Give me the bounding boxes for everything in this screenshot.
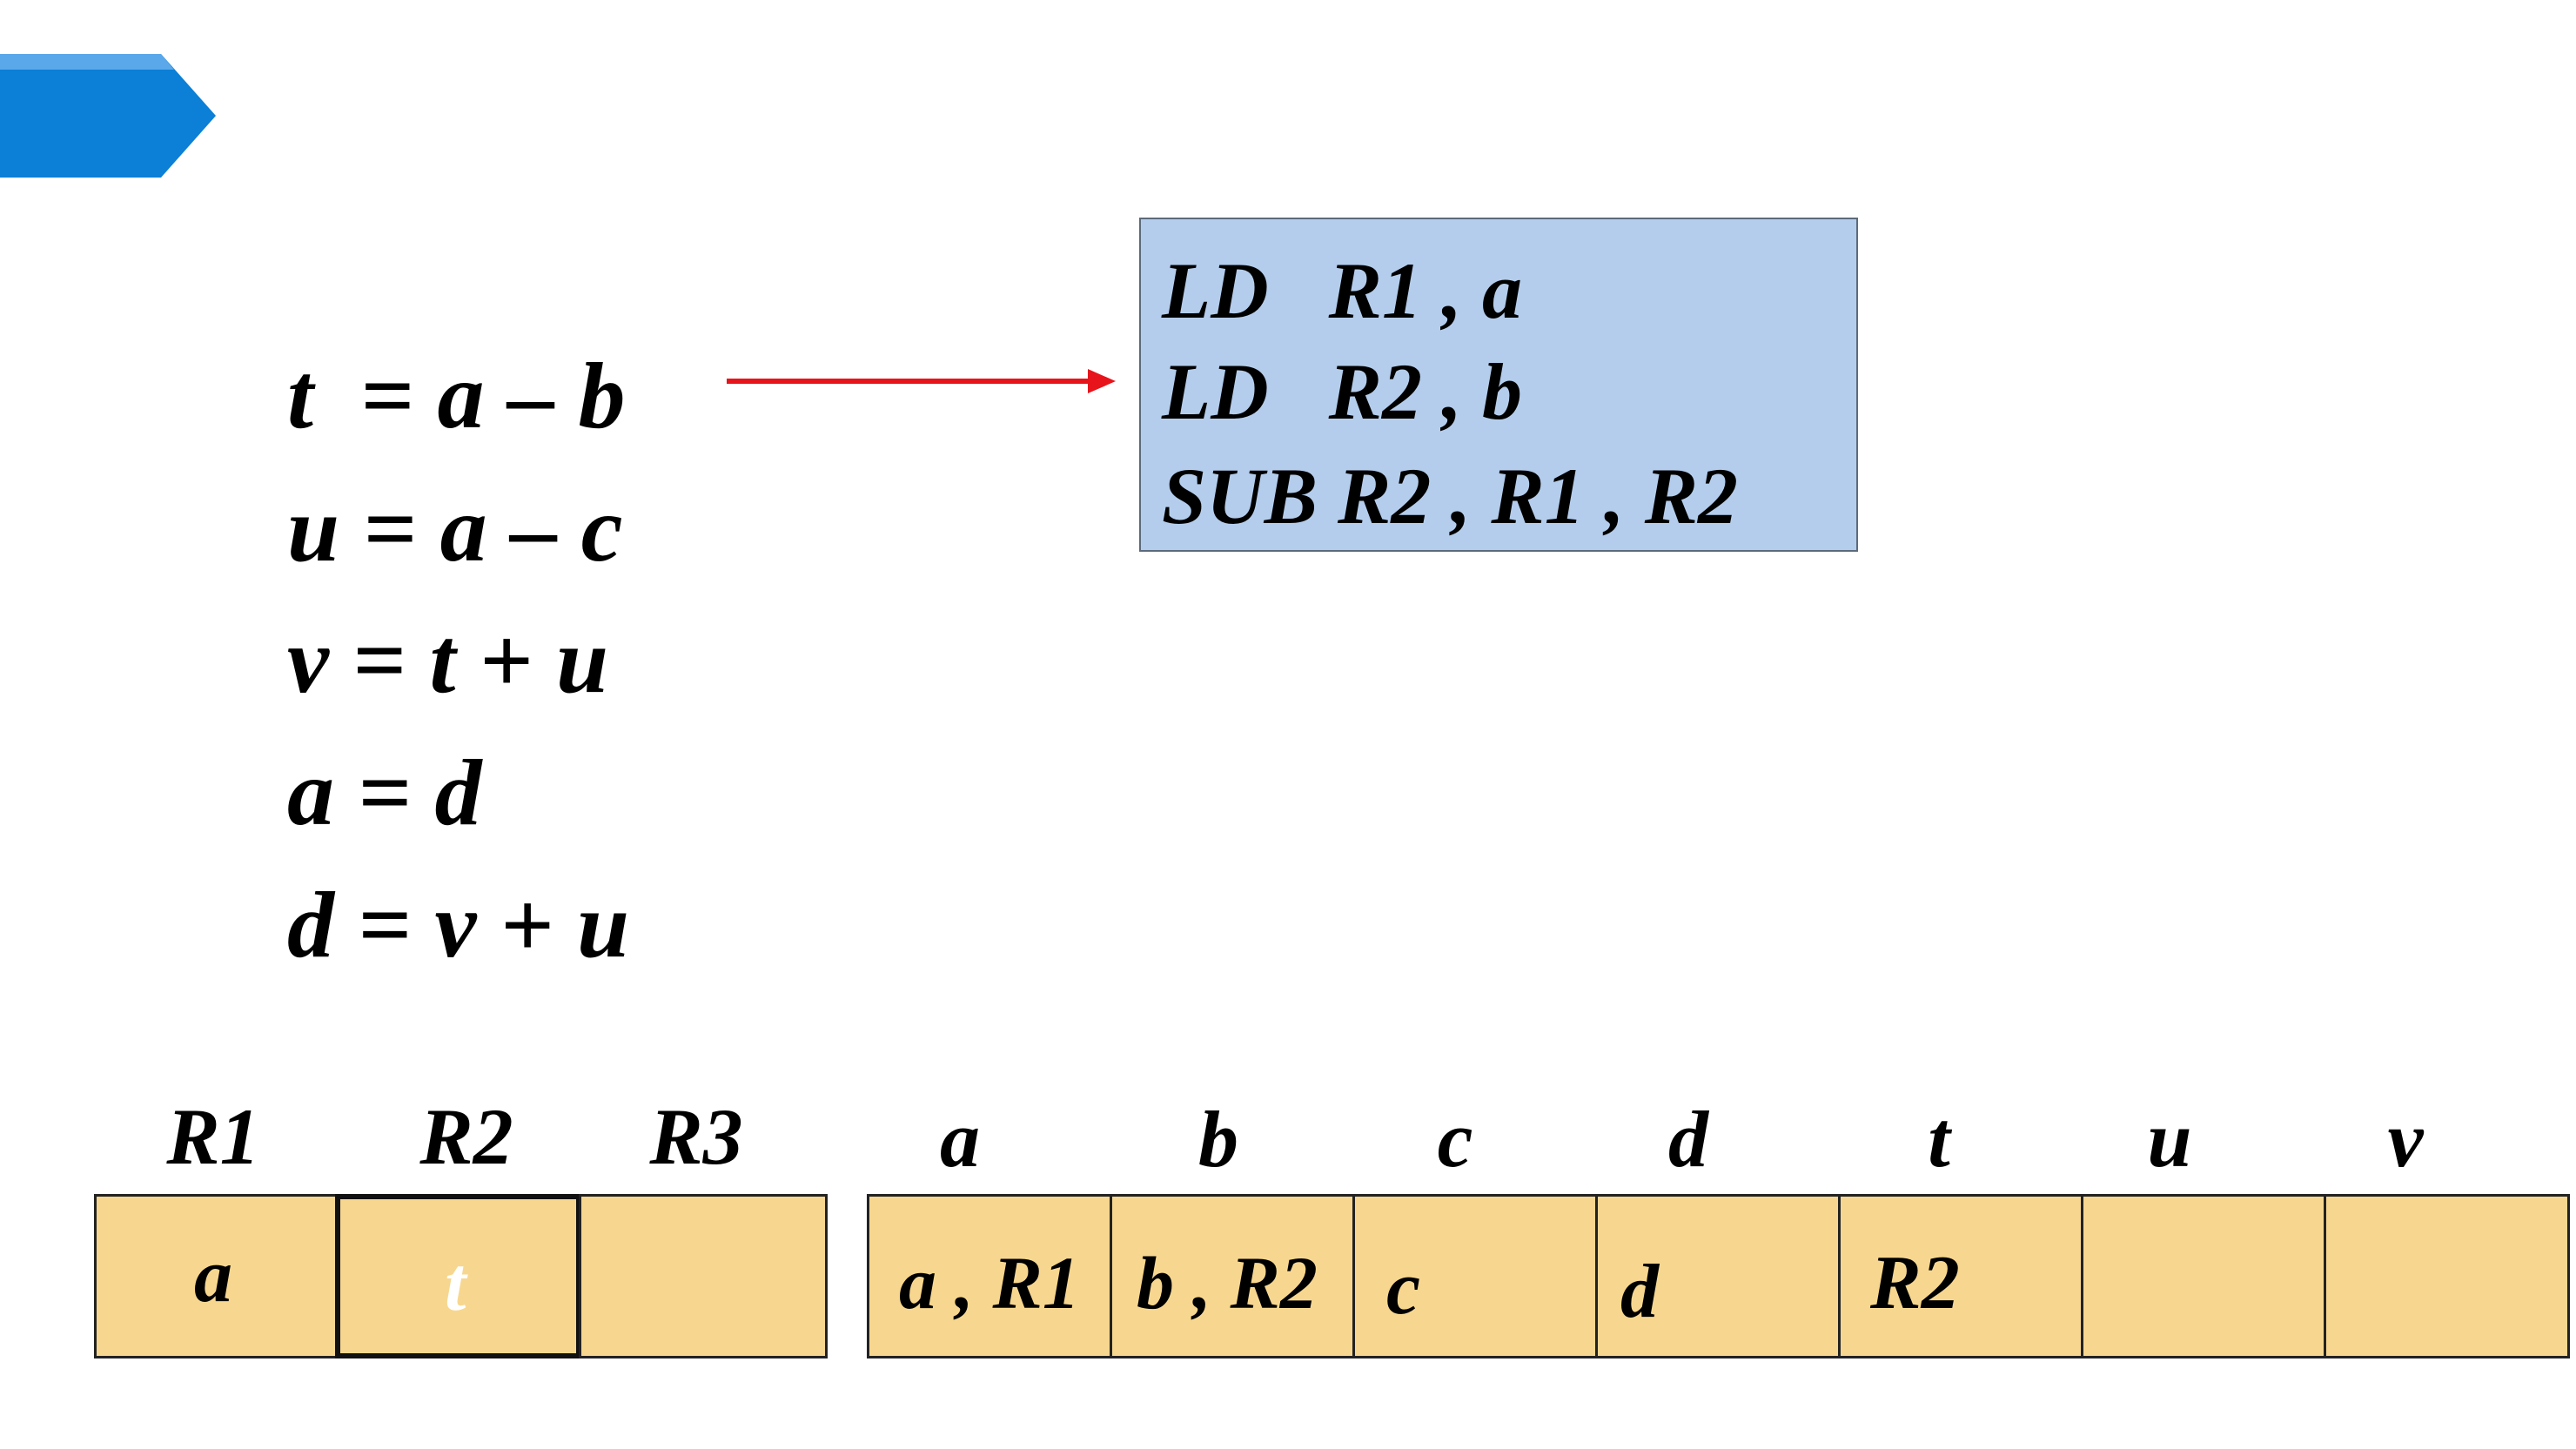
code-line-2: u = a – c: [287, 478, 623, 581]
register-header-r3: R3: [649, 1092, 743, 1181]
register-cell-r2-text: t: [445, 1243, 466, 1327]
assembly-line-2: LD R2 , b: [1162, 347, 1522, 436]
address-cell-a: a , R1: [867, 1194, 1112, 1358]
address-cell-t-text: R2: [1870, 1241, 1960, 1325]
code-line-1: t = a – b: [287, 345, 626, 448]
address-cell-v: [2324, 1194, 2570, 1358]
address-header-c: c: [1437, 1095, 1473, 1184]
address-header-d: d: [1668, 1095, 1708, 1184]
register-descriptor-table: a t: [94, 1194, 828, 1358]
address-header-a: a: [940, 1095, 980, 1184]
register-cell-r1: a: [94, 1194, 338, 1358]
code-line-5: d = v + u: [287, 874, 630, 977]
address-cell-a-text: a , R1: [899, 1241, 1080, 1325]
code-line-4: a = d: [287, 741, 482, 845]
address-header-b: b: [1198, 1095, 1238, 1184]
address-cell-t: R2: [1838, 1194, 2083, 1358]
register-cell-r1-text: a: [194, 1234, 232, 1318]
register-cell-r2: t: [335, 1194, 581, 1358]
address-header-v: v: [2387, 1095, 2424, 1184]
address-header-u: u: [2147, 1095, 2192, 1184]
code-line-3: v = t + u: [287, 609, 609, 713]
address-cell-d: d: [1595, 1194, 1841, 1358]
arrow-icon: [727, 369, 1116, 393]
address-cell-d-text: d: [1620, 1250, 1659, 1334]
address-cell-c-text: c: [1386, 1246, 1421, 1331]
title-tab-shape: [0, 54, 216, 178]
address-descriptor-table: a , R1 b , R2 c d R2: [867, 1194, 2570, 1358]
assembly-line-3: SUB R2 , R1 , R2: [1162, 452, 1739, 540]
address-cell-b: b , R2: [1110, 1194, 1355, 1358]
register-header-r2: R2: [419, 1092, 513, 1181]
register-cell-r3: [579, 1194, 828, 1358]
address-header-t: t: [1928, 1095, 1950, 1184]
register-header-r1: R1: [166, 1092, 260, 1181]
address-cell-u: [2081, 1194, 2326, 1358]
address-cell-c: c: [1352, 1194, 1598, 1358]
assembly-box: LD R1 , a LD R2 , b SUB R2 , R1 , R2: [1139, 218, 1858, 552]
assembly-line-1: LD R1 , a: [1162, 246, 1522, 335]
address-cell-b-text: b , R2: [1137, 1241, 1318, 1325]
